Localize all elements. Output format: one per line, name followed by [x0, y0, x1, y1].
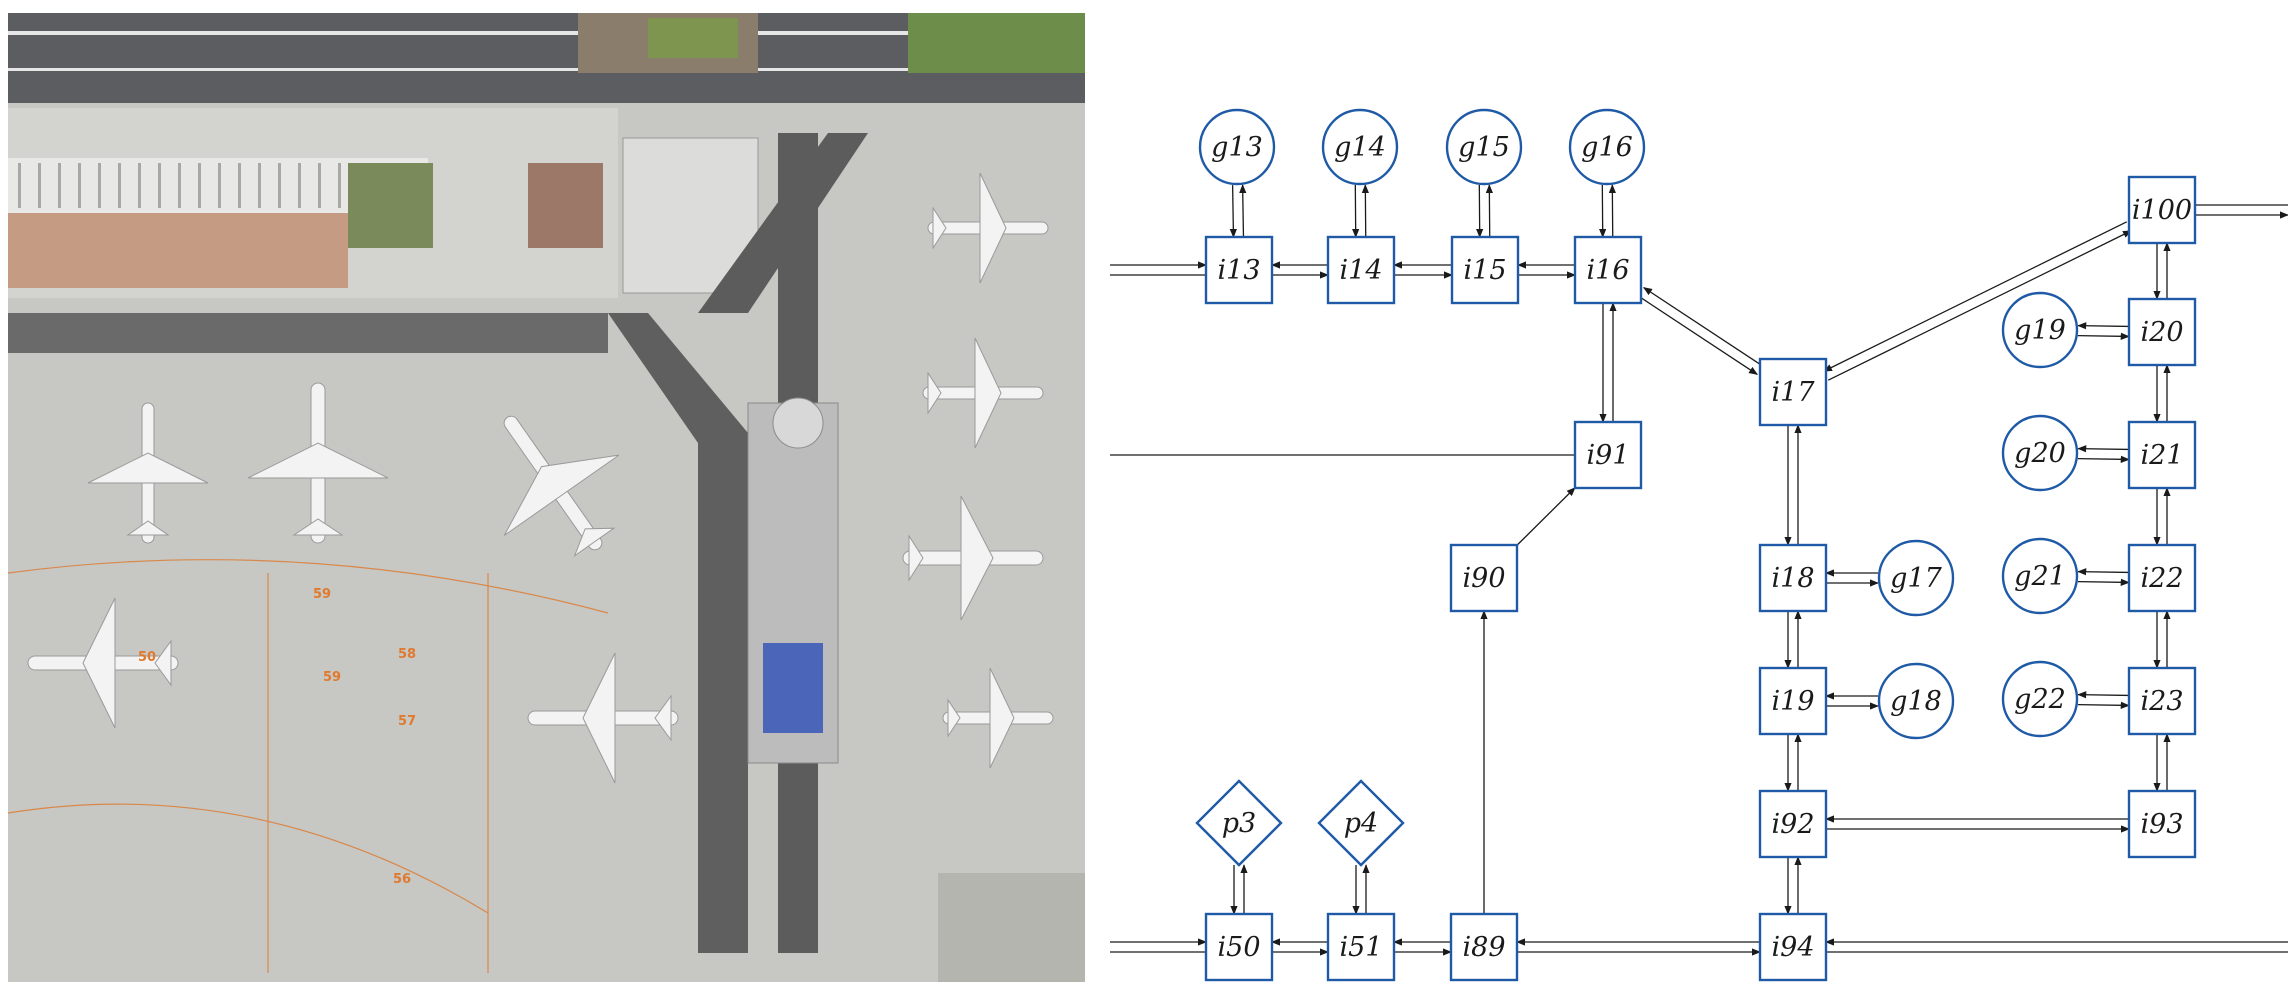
node-i18: i18 [1760, 545, 1826, 611]
node-label: g17 [1890, 563, 1942, 594]
node-g13: g13 [1200, 110, 1274, 184]
node-label: g16 [1581, 132, 1633, 163]
node-label: i91 [1587, 440, 1630, 471]
gate-label: 58 [398, 647, 416, 662]
node-label: i13 [1218, 255, 1261, 286]
node-label: i16 [1587, 255, 1630, 286]
graph-canvas: g13 g14 g15 g16 g17 g18 g19 g20 g21 g22 i13 i14 i15 i… [1110, 0, 2288, 995]
edge-i21-g20 [2078, 449, 2129, 450]
node-label: i20 [2141, 317, 2184, 348]
node-i16: i16 [1575, 237, 1641, 303]
edge-i100-i17 [1824, 222, 2127, 371]
gate-label: 56 [393, 872, 411, 887]
node-label: g19 [2014, 315, 2066, 346]
edge-i22-g21 [2078, 572, 2129, 573]
node-i50: i50 [1206, 914, 1272, 980]
graph-edges [1110, 185, 2288, 952]
gate-label: 57 [398, 714, 416, 729]
taxiway-graph: g13 g14 g15 g16 g17 g18 g19 g20 g21 g22 i13 i14 i15 i… [1110, 0, 2288, 995]
gate-label: 50 [138, 650, 156, 665]
node-g18: g18 [1879, 664, 1953, 738]
node-g15: g15 [1447, 110, 1521, 184]
node-g20: g20 [2003, 416, 2077, 490]
edge-i16-i17 [1638, 296, 1757, 374]
node-label: i19 [1772, 686, 1815, 717]
node-i20: i20 [2129, 299, 2195, 365]
edge-g20-i21 [2078, 459, 2129, 460]
node-label: g13 [1211, 132, 1263, 163]
node-label: g15 [1458, 132, 1510, 163]
node-i22: i22 [2129, 545, 2195, 611]
edge-g19-i20 [2078, 336, 2129, 337]
node-label: i23 [2141, 686, 2184, 717]
node-p3: p3 [1197, 781, 1281, 865]
gate-label: 59 [313, 587, 331, 602]
node-label: i22 [2141, 563, 2184, 594]
node-i90: i90 [1451, 545, 1517, 611]
gate-label: 59 [323, 670, 341, 685]
node-label: p4 [1344, 808, 1378, 839]
node-p4: p4 [1319, 781, 1403, 865]
edge-g22-i23 [2078, 705, 2129, 706]
node-g19: g19 [2003, 293, 2077, 367]
node-i91: i91 [1575, 422, 1641, 488]
node-i93: i93 [2129, 791, 2195, 857]
node-label: i93 [2141, 809, 2184, 840]
node-i100: i100 [2129, 177, 2195, 243]
edge-i13-g13 [1243, 185, 1244, 237]
aerial-photo-canvas: 59 58 59 57 50 56 [8, 13, 1085, 982]
graph-nodes: g13 g14 g15 g16 g17 g18 g19 g20 g21 g22 i13 i14 i15 i… [1197, 110, 2195, 980]
node-label: i51 [1340, 932, 1383, 963]
edge-i90-i91 [1517, 488, 1575, 546]
node-g14: g14 [1323, 110, 1397, 184]
node-i89: i89 [1451, 914, 1517, 980]
node-label: g22 [2014, 684, 2066, 715]
node-g16: g16 [1570, 110, 1644, 184]
edge-i20-g19 [2078, 326, 2129, 327]
node-label: i90 [1463, 563, 1506, 594]
node-label: g14 [1334, 132, 1386, 163]
node-g17: g17 [1879, 541, 1953, 615]
edge-i17-i100 [1828, 231, 2131, 380]
node-label: i14 [1340, 255, 1383, 286]
node-i51: i51 [1328, 914, 1394, 980]
node-i94: i94 [1760, 914, 1826, 980]
node-label: i18 [1772, 563, 1815, 594]
edge-g21-i22 [2078, 582, 2129, 583]
node-label: i15 [1464, 255, 1507, 286]
node-label: g21 [2014, 561, 2066, 592]
node-g22: g22 [2003, 662, 2077, 736]
node-i15: i15 [1452, 237, 1518, 303]
airport-aerial-photo: 59 58 59 57 50 56 [8, 13, 1085, 982]
node-label: i92 [1772, 809, 1815, 840]
node-label: g18 [1890, 686, 1942, 717]
node-label: i100 [2132, 195, 2192, 226]
node-i13: i13 [1206, 237, 1272, 303]
node-i21: i21 [2129, 422, 2195, 488]
edge-i23-g22 [2078, 695, 2129, 696]
node-g21: g21 [2003, 539, 2077, 613]
node-label: i21 [2141, 440, 2184, 471]
edge-g13-i13 [1233, 185, 1234, 237]
node-label: i50 [1218, 932, 1261, 963]
node-label: g20 [2014, 438, 2066, 469]
node-label: i17 [1772, 377, 1816, 408]
node-label: i89 [1463, 932, 1506, 963]
node-label: p3 [1222, 808, 1256, 839]
edge-i17-i16 [1644, 288, 1763, 366]
node-i17: i17 [1760, 359, 1826, 425]
node-i92: i92 [1760, 791, 1826, 857]
node-i19: i19 [1760, 668, 1826, 734]
node-i23: i23 [2129, 668, 2195, 734]
node-label: i94 [1772, 932, 1815, 963]
node-i14: i14 [1328, 237, 1394, 303]
